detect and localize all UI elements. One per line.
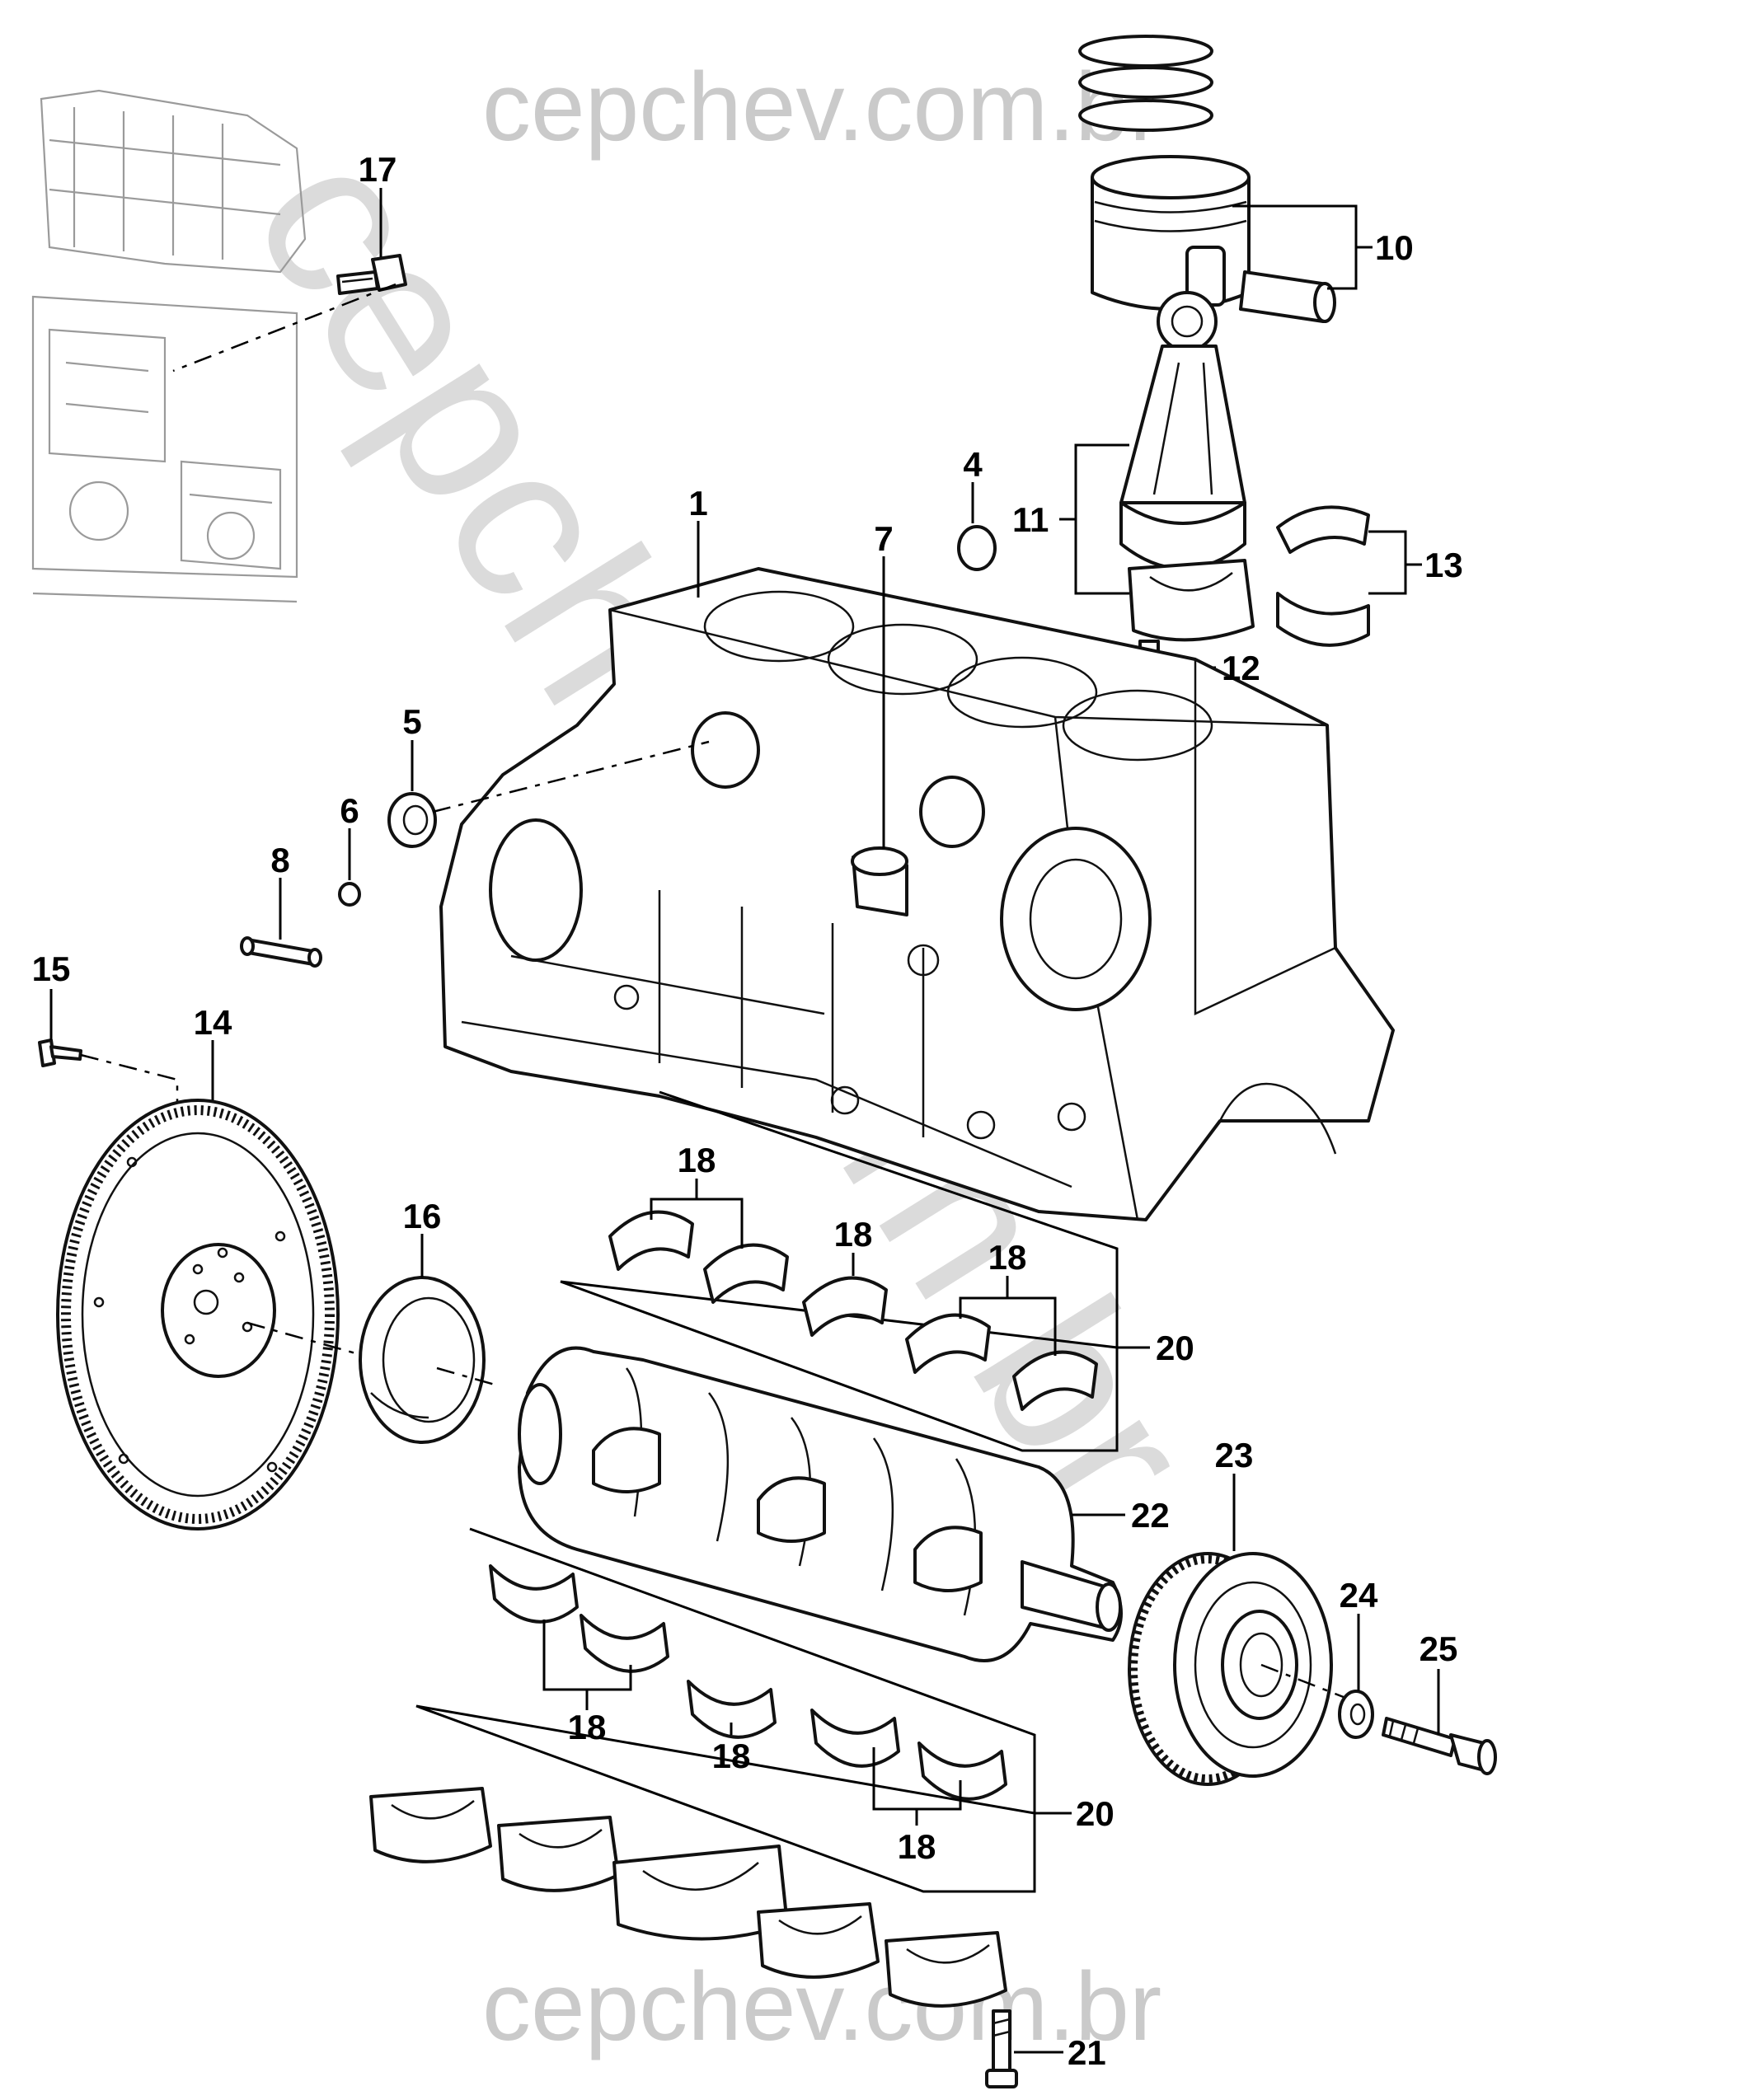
callout-20-upper: 20 xyxy=(1156,1329,1194,1367)
callout-6: 6 xyxy=(340,791,359,830)
callout-4: 4 xyxy=(963,445,983,484)
callout-18-upper-middle: 18 xyxy=(834,1215,873,1254)
callout-17: 17 xyxy=(359,150,397,189)
callout-8: 8 xyxy=(270,841,289,879)
part-1-engine-block xyxy=(439,567,1395,1221)
part-23-crank-pulley xyxy=(1128,1552,1333,1786)
part-21-cap-bolt xyxy=(985,2009,1018,2088)
part-main-bearing-caps xyxy=(369,1787,1007,2008)
leader-18d xyxy=(542,1620,632,1710)
callout-22: 22 xyxy=(1131,1496,1170,1535)
callout-18-lower-right: 18 xyxy=(898,1827,936,1866)
part-8-dowel-pin xyxy=(240,936,322,968)
callout-1: 1 xyxy=(688,484,707,523)
leader-13 xyxy=(1368,530,1422,595)
callout-14: 14 xyxy=(194,1003,232,1042)
part-16-rear-seal xyxy=(359,1276,486,1444)
part-22-crankshaft xyxy=(518,1346,1123,1662)
axis-16 xyxy=(436,1366,495,1386)
callout-23: 23 xyxy=(1215,1436,1254,1474)
engine-locator-sketch xyxy=(31,89,307,603)
leader-18c xyxy=(959,1276,1057,1356)
callout-7: 7 xyxy=(874,519,893,558)
part-11-rod-cap xyxy=(1128,559,1255,642)
part-18-lower-main-bearings xyxy=(489,1564,1007,1801)
kit-20-lower-bracket xyxy=(415,1527,1072,1893)
part-10-piston xyxy=(1078,35,1251,311)
leader-10 xyxy=(1232,204,1373,290)
part-6-plug xyxy=(338,882,361,907)
callout-18-lower-left: 18 xyxy=(568,1708,607,1746)
callout-21: 21 xyxy=(1068,2033,1106,2072)
part-13-rod-bearing-lower xyxy=(1276,592,1370,647)
part-25-pulley-bolt xyxy=(1382,1717,1497,1775)
callout-25: 25 xyxy=(1420,1629,1458,1668)
callout-24: 24 xyxy=(1340,1576,1378,1615)
callout-18-lower-middle: 18 xyxy=(712,1737,751,1775)
callout-12: 12 xyxy=(1222,649,1260,687)
part-24-washer xyxy=(1338,1690,1374,1739)
axis-23 xyxy=(1260,1663,1357,1704)
callout-11: 11 xyxy=(1012,500,1049,539)
leader-18a xyxy=(650,1179,744,1249)
watermark-top: cepchev.com.br xyxy=(482,53,1161,162)
part-10-piston-pin xyxy=(1239,270,1336,323)
part-13-rod-bearing-upper xyxy=(1276,505,1370,554)
leader-18f xyxy=(872,1747,962,1826)
kit-20-upper-bracket xyxy=(560,1090,1150,1452)
axis-17 xyxy=(172,283,397,373)
part-14-flywheel xyxy=(56,1099,340,1530)
callout-20-lower: 20 xyxy=(1076,1794,1115,1833)
callout-16: 16 xyxy=(403,1197,442,1235)
callout-10: 10 xyxy=(1375,228,1414,267)
part-11-connecting-rod xyxy=(1119,291,1246,570)
callout-5: 5 xyxy=(402,702,421,741)
callout-15: 15 xyxy=(32,949,71,988)
callout-18-upper-right: 18 xyxy=(988,1238,1027,1277)
part-17-bolt xyxy=(336,254,407,295)
part-4-plug xyxy=(957,525,997,571)
callout-18-upper-left: 18 xyxy=(678,1141,716,1179)
part-5-seal xyxy=(387,792,437,848)
part-18-upper-main-bearings xyxy=(608,1210,1098,1411)
callout-13: 13 xyxy=(1424,546,1463,584)
part-15-bolt xyxy=(38,1038,82,1067)
axis-14 xyxy=(246,1321,380,1362)
leader-11 xyxy=(1059,443,1129,595)
axis-5 xyxy=(432,740,710,813)
part-7-dowel-sleeve xyxy=(851,846,908,916)
